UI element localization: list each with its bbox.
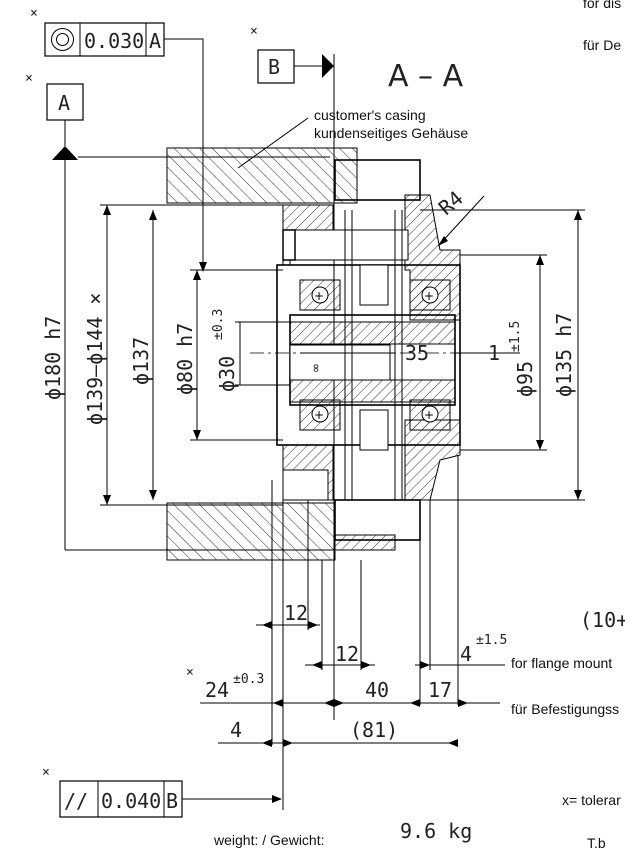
section-title: A – A [388, 59, 464, 94]
dim-24: × 24 ±0.3 [186, 665, 334, 707]
dim-d80: ϕ80 h7 [173, 269, 283, 441]
svg-text:+: + [424, 289, 434, 303]
dim-40: 40 [334, 678, 420, 707]
parallel-datum: B [166, 789, 178, 813]
flange-note-de: für Befestigungss [511, 701, 619, 717]
x-mark-a: × [25, 71, 33, 86]
length-1: 1 [488, 341, 500, 365]
note-disassembly-en: for dis [583, 0, 621, 11]
dim-12a: 12 [256, 601, 320, 629]
length-4-tol: ±1.5 [476, 633, 507, 648]
length-17: 17 [428, 678, 452, 702]
dim-12b: 12 [305, 642, 375, 669]
datum-b-label: B [268, 55, 280, 79]
x-mark-par: × [42, 765, 50, 780]
customer-casing [166, 147, 358, 561]
diameter-139-144: ϕ139–ϕ144 × [83, 293, 107, 425]
diameter-180: ϕ180 h7 [41, 316, 65, 400]
svg-text:+: + [314, 289, 324, 303]
bolts [282, 210, 409, 501]
length-24-tol: ±0.3 [233, 672, 264, 687]
x-mark: × [30, 6, 38, 21]
dim-d30: ϕ30 ±0.3 [211, 309, 290, 392]
parallel-symbol: // [64, 789, 88, 813]
extension-lines [271, 455, 459, 810]
diameter-135: ϕ135 h7 [552, 313, 576, 397]
dim-4b-81: 4 (81) [218, 718, 458, 747]
concentricity-value: 0.030 [84, 29, 144, 53]
length-4b: 4 [230, 718, 242, 742]
diameter-30-tol: ±0.3 [211, 309, 226, 340]
dim-d180: ϕ180 h7 [41, 160, 335, 551]
x-mark-b: × [250, 24, 258, 39]
weight-value: 9.6 kg [400, 819, 472, 843]
table-note: T.b [587, 835, 606, 848]
dim-inner: ∞ 35 1 [300, 341, 520, 372]
concentricity-frame: × 0.030 A [30, 6, 207, 272]
note-disassembly-de: für De [583, 37, 621, 53]
bearings: + + + + [299, 264, 451, 451]
concentricity-datum: A [149, 29, 161, 53]
diameter-137: ϕ137 [129, 337, 153, 385]
dim-d137: ϕ137 [129, 210, 157, 500]
length-12b: 12 [335, 642, 359, 666]
length-4: 4 [460, 642, 472, 666]
datum-b: × B [250, 24, 335, 720]
length-24: 24 [205, 678, 229, 702]
flange-note-en: for flange mount [511, 655, 612, 671]
dim-d95: ϕ95 ±1.5 [460, 254, 547, 451]
length-40: 40 [365, 678, 389, 702]
length-81: (81) [350, 718, 398, 742]
length-12a: 12 [284, 601, 308, 625]
datum-a-label: A [58, 91, 70, 115]
length-infinity: ∞ [309, 364, 324, 372]
casing-label-en: customer's casing [314, 107, 426, 123]
diameter-95: ϕ95 [513, 361, 537, 397]
housing [276, 159, 461, 551]
dim-4-flange: 4 ±1.5 for flange mount [415, 633, 612, 671]
length-10: (10+ [580, 608, 625, 632]
dim-17: 17 für Befestigungss [420, 678, 619, 717]
x-mark-24: × [186, 665, 194, 680]
diameter-80: ϕ80 h7 [173, 323, 197, 395]
radius-label: R4 [434, 186, 468, 220]
dim-d135: ϕ135 h7 [420, 209, 585, 501]
casing-label-de: kundenseitiges Gehäuse [314, 125, 468, 141]
dim-d139: ϕ139–ϕ144 × [83, 204, 283, 506]
weight-label: weight: / Gewicht: [213, 832, 325, 848]
svg-text:+: + [424, 408, 434, 422]
parallel-value: 0.040 [101, 789, 161, 813]
diameter-30: ϕ30 [215, 356, 239, 392]
svg-text:+: + [314, 408, 324, 422]
length-35: 35 [405, 341, 429, 365]
tolerance-note: x= tolerar [562, 792, 621, 808]
diameter-95-tol: ±1.5 [508, 321, 523, 352]
datum-a: × A [25, 71, 330, 160]
parallelism-frame: × // 0.040 B [42, 765, 282, 818]
